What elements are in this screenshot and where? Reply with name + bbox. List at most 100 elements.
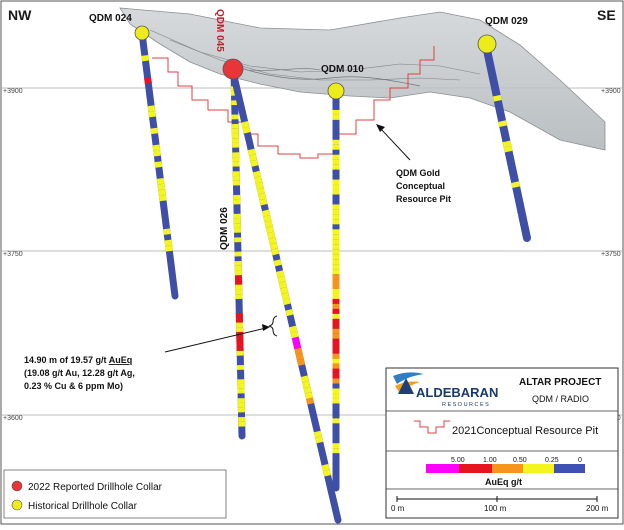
label-qdm029: QDM 029 bbox=[485, 16, 528, 27]
grade-interval bbox=[260, 188, 261, 194]
label-qdm026: QDM 026 bbox=[219, 207, 230, 250]
grade-interval bbox=[151, 106, 152, 112]
grade-tick-050: 0.50 bbox=[513, 457, 527, 464]
collar-qdm024[interactable] bbox=[135, 26, 149, 40]
pit-note-line1: QDM Gold bbox=[396, 168, 440, 178]
pit-note-line2: Conceptual bbox=[396, 181, 445, 191]
grade-interval bbox=[295, 337, 296, 343]
elev-label-3600-left: +3600 bbox=[3, 415, 23, 422]
grade-interval bbox=[160, 178, 161, 184]
info-box: ALDEBARAN RESOURCES ALTAR PROJECT QDM / … bbox=[386, 368, 618, 518]
grade-interval bbox=[158, 162, 159, 168]
grade-interval bbox=[145, 55, 146, 61]
grade-swatch-magenta bbox=[426, 464, 459, 473]
legend-2022-label: 2022 Reported Drillhole Collar bbox=[28, 482, 163, 493]
grade-interval bbox=[148, 78, 149, 84]
scale-bar-200: 200 m bbox=[586, 504, 609, 513]
grade-interval bbox=[154, 128, 155, 134]
grade-interval bbox=[317, 432, 318, 438]
grade-interval bbox=[254, 160, 255, 166]
grade-interval bbox=[152, 111, 153, 117]
grade-interval bbox=[289, 310, 290, 316]
grade-interval bbox=[325, 465, 326, 471]
grade-interval bbox=[246, 127, 247, 133]
grade-interval bbox=[300, 360, 301, 366]
grade-interval bbox=[157, 151, 158, 157]
grade-swatch-blue bbox=[554, 464, 585, 473]
label-qdm010: QDM 010 bbox=[321, 64, 364, 75]
grade-interval bbox=[286, 299, 287, 305]
grade-interval bbox=[282, 282, 283, 288]
intercept-line2: (19.08 g/t Au, 12.28 g/t Ag, bbox=[24, 368, 135, 378]
grade-interval bbox=[269, 227, 270, 233]
grade-interval bbox=[273, 243, 274, 249]
label-qdm024: QDM 024 bbox=[89, 13, 132, 24]
label-qdm045: QDM 045 bbox=[214, 9, 225, 52]
grade-interval bbox=[508, 147, 509, 152]
grade-scale-title: AuEq g/t bbox=[485, 477, 522, 487]
grade-interval bbox=[515, 182, 516, 187]
collar-qdm029[interactable] bbox=[478, 35, 496, 53]
grade-interval bbox=[169, 246, 170, 252]
legend-yellow-dot bbox=[12, 500, 22, 510]
grade-interval bbox=[297, 343, 298, 349]
direction-se: SE bbox=[597, 7, 616, 23]
grade-swatch-red bbox=[459, 464, 492, 473]
collar-qdm045[interactable] bbox=[223, 59, 243, 79]
grade-interval bbox=[304, 376, 305, 382]
grade-interval bbox=[274, 249, 275, 255]
scale-bar-100: 100 m bbox=[484, 504, 507, 513]
grade-interval bbox=[267, 216, 268, 222]
grade-interval bbox=[251, 149, 252, 155]
grade-interval bbox=[252, 155, 253, 161]
grade-interval bbox=[168, 240, 169, 246]
legend-red-dot bbox=[12, 481, 22, 491]
grade-interval bbox=[294, 332, 295, 338]
grade-interval bbox=[161, 184, 162, 190]
grade-interval bbox=[298, 349, 299, 355]
scale-bar-0: 0 m bbox=[391, 504, 405, 513]
grade-interval bbox=[162, 190, 163, 196]
logo-sub-text: RESOURCES bbox=[442, 402, 490, 408]
elev-label-3750-left: +3750 bbox=[3, 251, 23, 258]
intercept-line1: 14.90 m of 19.57 g/t AuEq bbox=[24, 355, 132, 365]
grade-interval bbox=[307, 387, 308, 393]
grade-interval bbox=[262, 194, 263, 200]
grade-interval bbox=[258, 177, 259, 183]
grade-interval bbox=[277, 260, 278, 266]
collar-legend: 2022 Reported Drillhole Collar Historica… bbox=[4, 470, 226, 518]
grade-interval bbox=[156, 145, 157, 151]
grade-interval bbox=[167, 229, 168, 235]
elev-label-3750-right: +3750 bbox=[601, 251, 621, 258]
grade-interval bbox=[497, 96, 498, 101]
pit-note-line3: Resource Pit bbox=[396, 194, 451, 204]
grade-interval bbox=[162, 195, 163, 201]
grade-interval bbox=[308, 393, 309, 399]
elev-label-3900-left: +3900 bbox=[3, 88, 23, 95]
grade-interval bbox=[502, 121, 503, 126]
legend-historical-label: Historical Drillhole Collar bbox=[28, 501, 138, 512]
grade-interval bbox=[263, 199, 264, 205]
grade-interval bbox=[293, 326, 294, 332]
grade-interval bbox=[272, 238, 273, 244]
logo-main-text: ALDEBARAN bbox=[416, 385, 498, 400]
grade-interval bbox=[271, 232, 272, 238]
grade-interval bbox=[319, 437, 320, 443]
grade-interval bbox=[506, 141, 507, 146]
grade-swatch-orange bbox=[492, 464, 523, 473]
collar-qdm010[interactable] bbox=[328, 83, 344, 99]
grade-interval bbox=[245, 122, 246, 128]
grade-interval bbox=[268, 221, 269, 227]
grade-swatch-yellow bbox=[523, 464, 554, 473]
grade-interval bbox=[265, 210, 266, 216]
grade-interval bbox=[259, 183, 260, 189]
grade-tick-0: 0 bbox=[578, 457, 582, 464]
project-area: QDM / RADIO bbox=[532, 394, 589, 404]
grade-interval bbox=[299, 354, 300, 360]
grade-interval bbox=[256, 172, 257, 178]
pit-legend-label: 2021Conceptual Resource Pit bbox=[452, 425, 598, 437]
direction-nw: NW bbox=[8, 7, 32, 23]
grade-interval bbox=[285, 293, 286, 299]
grade-interval bbox=[284, 288, 285, 294]
